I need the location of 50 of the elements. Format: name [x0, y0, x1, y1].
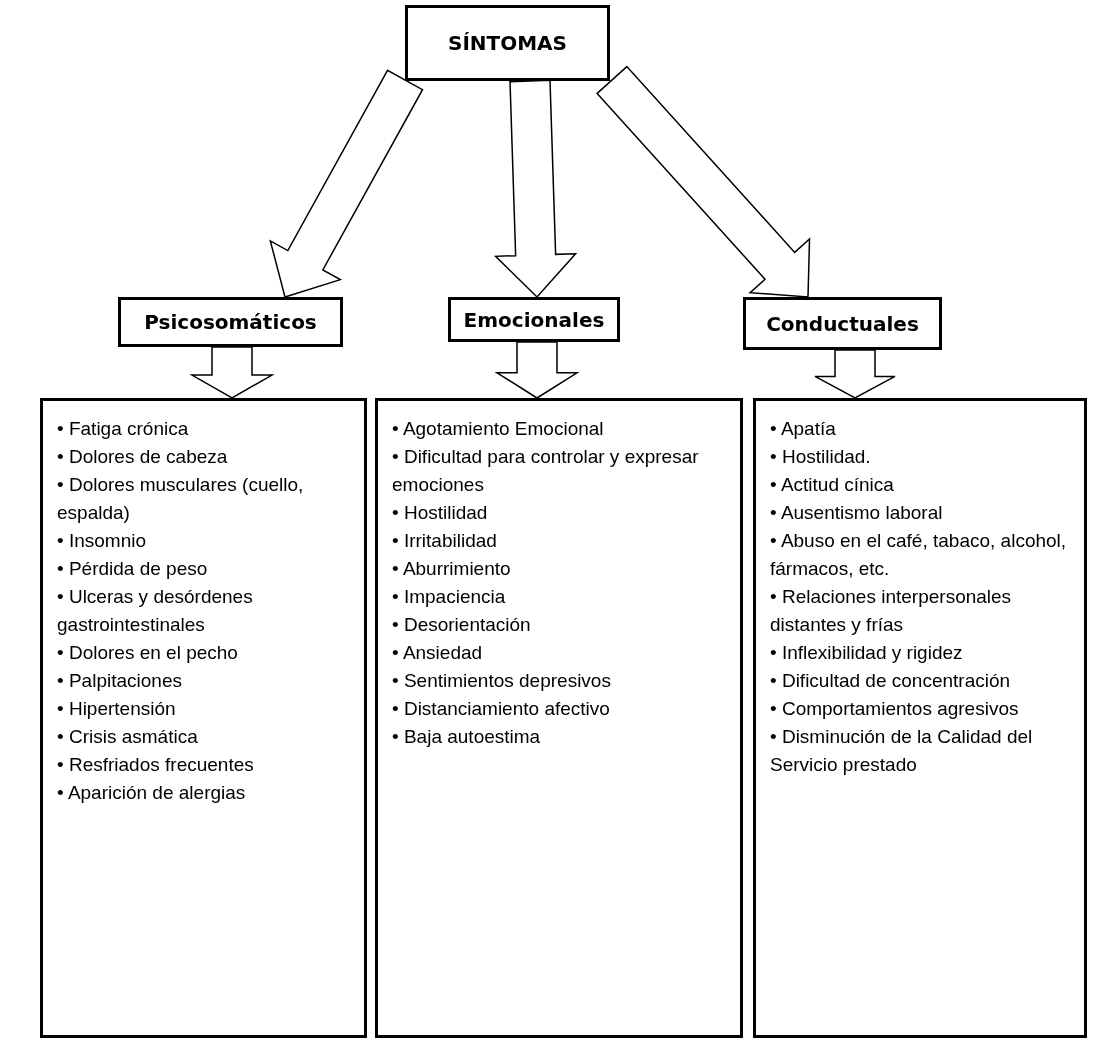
list-box [753, 398, 1087, 1038]
block-arrow [596, 65, 811, 298]
block-arrow [814, 349, 896, 399]
symptom-item: • Relaciones interpersonales distantes y frías [770, 585, 1013, 637]
symptom-item: • Aparición de alergias [57, 781, 247, 805]
symptom-item: • Fatiga crónica [57, 417, 190, 441]
category-box [743, 297, 942, 350]
symptom-item: • Ulceras y desórdenes gastrointestinales [57, 585, 254, 637]
symptom-item: • Comportamientos agresivos [770, 697, 1020, 721]
category-box [405, 5, 610, 81]
symptom-item: • Pérdida de peso [57, 557, 209, 581]
category-label: Emocionales [463, 307, 605, 332]
block-arrow [494, 341, 580, 399]
symptom-item: • Desorientación [392, 613, 532, 637]
symptom-item: • Distanciamiento afectivo [392, 697, 611, 721]
symptom-item: • Dificultad de concentración [770, 669, 1012, 693]
category-label: Conductuales [766, 311, 919, 336]
symptom-item: • Dolores musculares (cuello, espalda) [57, 473, 305, 525]
block-arrow [269, 69, 424, 298]
symptom-item: • Dificultad para controlar y expresar emociones [392, 445, 700, 497]
symptom-item: • Ausentismo laboral [770, 501, 944, 525]
category-box [448, 297, 620, 342]
symptom-item: • Dolores de cabeza [57, 445, 229, 469]
symptom-item: • Hostilidad [392, 501, 489, 525]
block-arrow [189, 346, 275, 399]
list-box [375, 398, 743, 1038]
symptom-item: • Actitud cínica [770, 473, 895, 497]
block-arrow [493, 79, 578, 299]
symptom-item: • Aburrimiento [392, 557, 512, 581]
symptom-item: • Inflexibilidad y rigidez [770, 641, 964, 665]
symptom-item: • Irritabilidad [392, 529, 498, 553]
symptom-item: • Hipertensión [57, 697, 177, 721]
symptom-item: • Sentimientos depresivos [392, 669, 612, 693]
category-box [118, 297, 343, 347]
symptom-item: • Crisis asmática [57, 725, 199, 749]
symptom-item: • Ansiedad [392, 641, 484, 665]
list-box [40, 398, 367, 1038]
symptom-item: • Hostilidad. [770, 445, 872, 469]
symptom-item: • Insomnio [57, 529, 148, 553]
symptom-item: • Resfriados frecuentes [57, 753, 255, 777]
symptom-item: • Apatía [770, 417, 837, 441]
category-label: SÍNTOMAS [448, 31, 567, 55]
symptom-item: • Palpitaciones [57, 669, 183, 693]
symptom-item: • Agotamiento Emocional [392, 417, 605, 441]
category-label: Psicosomáticos [144, 310, 317, 334]
symptom-item: • Baja autoestima [392, 725, 542, 749]
symptom-item: • Dolores en el pecho [57, 641, 239, 665]
symptom-item: • Abuso en el café, tabaco, alcohol, fármacos, etc. [770, 529, 1068, 581]
symptom-item: • Disminución de la Calidad del Servicio prestado [770, 725, 1034, 777]
symptom-item: • Impaciencia [392, 585, 507, 609]
